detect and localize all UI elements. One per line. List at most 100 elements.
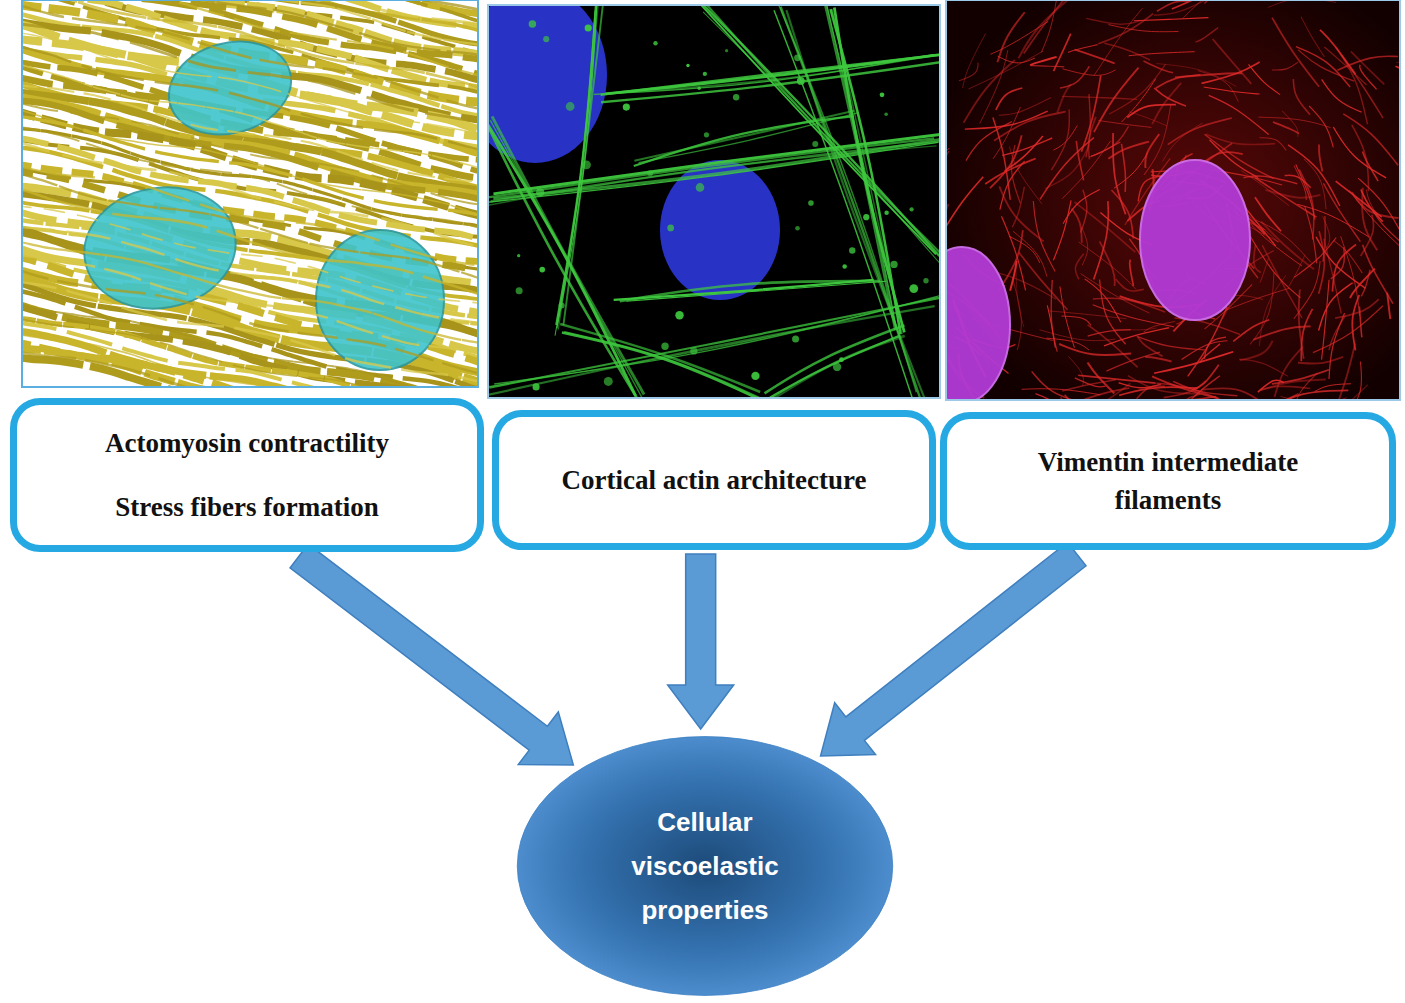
- actin-fiber: [703, 12, 940, 267]
- vimentin-filament: [1361, 190, 1383, 222]
- vimentin-filament: [1138, 337, 1163, 356]
- vimentin-filament: [1088, 325, 1138, 368]
- block-arrow: [668, 554, 734, 729]
- vimentin-filament: [1094, 8, 1143, 75]
- vimentin-filament: [1262, 245, 1302, 317]
- vimentin-filament: [993, 118, 1010, 200]
- vimentin-filament: [1172, 0, 1246, 9]
- vimentin-filament: [1081, 227, 1087, 265]
- actin-dot: [536, 188, 544, 196]
- actin-fiber: [22, 349, 478, 387]
- vimentin-filament: [1333, 240, 1362, 273]
- vimentin-filament: [1322, 79, 1362, 112]
- actin-dot: [647, 170, 653, 176]
- vimentin-filament: [1301, 17, 1324, 57]
- process-box: Vimentin intermediate filaments: [940, 412, 1396, 550]
- vimentin-filament: [1323, 183, 1360, 241]
- node-label: Actomyosin contractility: [105, 424, 389, 462]
- vimentin-filament: [946, 177, 983, 234]
- block-arrow: [290, 544, 573, 765]
- panel-frame: [488, 5, 940, 398]
- vimentin-filament: [1081, 274, 1150, 313]
- vimentin-filament: [1074, 202, 1135, 252]
- actin-fiber: [563, 5, 603, 325]
- vimentin-filament: [1114, 153, 1148, 189]
- actin-fiber: [22, 254, 478, 355]
- actin-fiber: [22, 0, 478, 78]
- actin-fiber: [489, 298, 940, 388]
- actin-fiber: [764, 325, 904, 393]
- node-label: Cortical actin architecture: [562, 461, 867, 499]
- vimentin-filament: [1061, 316, 1091, 325]
- vimentin-filament: [1022, 389, 1101, 395]
- vimentin-filament: [1288, 145, 1340, 206]
- vimentin-filament: [1359, 306, 1361, 337]
- vimentin-filament: [1078, 375, 1155, 383]
- vimentin-filament: [1322, 280, 1329, 360]
- panel-ground: [946, 0, 1400, 400]
- vimentin-filament: [1273, 122, 1299, 133]
- vimentin-filament: [1154, 0, 1206, 15]
- vimentin-filament: [1062, 96, 1137, 99]
- vimentin-filament: [1320, 30, 1356, 75]
- vimentin-filament: [1330, 343, 1355, 400]
- actin-dot: [539, 267, 545, 273]
- node-label: Vimentin intermediate filaments: [988, 443, 1348, 519]
- vimentin-filament: [1040, 138, 1094, 200]
- actin-dot: [696, 183, 705, 192]
- vimentin-filament: [1053, 125, 1077, 150]
- actin-fiber: [22, 101, 478, 206]
- actin-fiber: [601, 62, 940, 102]
- vimentin-filament: [1060, 66, 1089, 88]
- actin-dot: [884, 211, 888, 215]
- vimentin-filament: [1323, 216, 1325, 262]
- vimentin-filament: [1088, 330, 1131, 336]
- actin-dot: [880, 92, 885, 97]
- vimentin-filament: [1057, 84, 1071, 112]
- actin-dot: [909, 284, 918, 293]
- vimentin-filament: [1260, 258, 1269, 282]
- vimentin-filament: [1315, 384, 1351, 392]
- vimentin-filament: [1309, 106, 1333, 147]
- actin-dot: [661, 343, 668, 350]
- vimentin-filament: [1213, 39, 1252, 84]
- vimentin-filament: [1293, 79, 1310, 115]
- actin-fiber: [774, 10, 914, 398]
- block-arrow: [821, 542, 1087, 756]
- vimentin-filament: [1183, 0, 1238, 18]
- actin-dot: [690, 347, 697, 354]
- vimentin-filament: [1016, 259, 1024, 327]
- vimentin-filament: [1128, 376, 1200, 394]
- vimentin-filament: [963, 33, 986, 88]
- actin-fiber: [492, 116, 644, 394]
- actin-dot: [812, 141, 818, 147]
- actin-dot: [808, 200, 814, 206]
- vimentin-filament: [1268, 0, 1336, 7]
- vimentin-filament: [1078, 388, 1129, 400]
- actin-fiber: [634, 111, 854, 161]
- actin-fiber: [639, 113, 859, 163]
- vimentin-filament: [1363, 245, 1393, 304]
- actin-dot: [529, 20, 537, 27]
- vimentin-filament: [1012, 187, 1024, 227]
- vimentin-filament: [1362, 152, 1378, 182]
- vimentin-filament: [1129, 112, 1167, 126]
- actin-fiber: [22, 205, 478, 304]
- vimentin-filament: [1001, 216, 1025, 290]
- vimentin-filament: [1130, 260, 1134, 287]
- vimentin-filament: [1206, 134, 1275, 144]
- vimentin-filament: [1324, 47, 1366, 85]
- vimentin-filament: [1240, 341, 1273, 360]
- vimentin-filament: [1031, 66, 1064, 67]
- stress-fiber-panel: [22, 0, 478, 387]
- vimentin-filament: [1047, 305, 1055, 347]
- nucleus: [946, 247, 1010, 400]
- vimentin-filament: [1296, 164, 1315, 219]
- actin-fiber: [22, 84, 478, 184]
- actin-dot: [833, 363, 841, 371]
- vimentin-filament: [1272, 18, 1319, 87]
- process-box: Cortical actin architecture: [492, 410, 936, 550]
- vimentin-filament: [1100, 241, 1115, 286]
- vimentin-filament: [1098, 120, 1151, 127]
